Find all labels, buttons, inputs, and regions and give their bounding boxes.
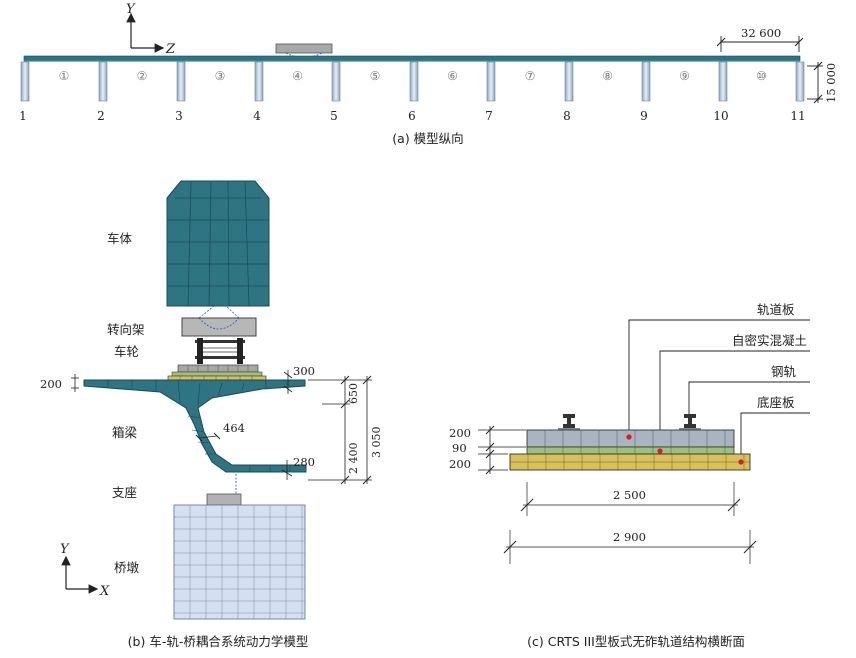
pier-column	[254, 61, 264, 102]
label-base-plate: 底座板	[757, 395, 795, 410]
panel-c-track-cross-section: 轨道板 自密实混凝土 钢轨 底座板	[449, 302, 810, 649]
wheelset	[195, 338, 245, 364]
dim-slab-200: 200	[449, 426, 471, 440]
dim-650: 650	[347, 383, 360, 404]
rails	[558, 414, 701, 432]
span-number: ③	[215, 69, 226, 83]
leader-lines	[628, 319, 810, 462]
girder-dimensions: 200 300 464 280 650	[40, 364, 383, 485]
axis-label-y: Y	[126, 2, 136, 17]
axis-triad-a: Y Z	[126, 2, 176, 57]
dim-base-200: 200	[449, 457, 471, 471]
car-body-mesh	[166, 180, 270, 307]
span-number: ④	[292, 69, 303, 83]
pier-column	[331, 61, 341, 102]
label-scc: 自密实混凝土	[732, 333, 807, 348]
bridge-deck	[23, 55, 801, 62]
pier-height-dimension: 15 000	[807, 61, 838, 104]
span-dimension: 32 600	[716, 26, 804, 52]
pier-column	[409, 61, 419, 102]
pier-number: 9	[640, 109, 648, 123]
pier-number: 4	[253, 109, 261, 123]
label-pier: 桥墩	[114, 560, 140, 575]
pier-column	[718, 61, 728, 102]
pier-number: 1	[19, 109, 27, 123]
span-number: ⑥	[447, 69, 458, 83]
axis-triad-b: Y X	[60, 542, 110, 599]
axis-label-y-b: Y	[60, 542, 70, 557]
pier-number-labels: 1 2 3 4 5 6 7 8 9 10 11	[19, 109, 805, 123]
span-number-labels: ① ② ③ ④ ⑤ ⑥ ⑦ ⑧ ⑨ ⑩	[59, 69, 767, 83]
pier-height-label: 15 000	[824, 63, 838, 103]
span-length-label: 32 600	[741, 26, 781, 40]
dim-web-464: 464	[223, 421, 245, 435]
span-number: ①	[59, 69, 70, 83]
dim-3050: 3 050	[370, 427, 383, 459]
caption-a: (a) 模型纵向	[392, 131, 463, 146]
span-number: ⑨	[679, 69, 690, 83]
span-number: ⑤	[370, 69, 381, 83]
dim-scc-90: 90	[452, 441, 467, 455]
span-number: ⑦	[525, 69, 536, 83]
pier-column	[176, 61, 186, 102]
pier-column	[20, 61, 30, 102]
label-track-slab: 轨道板	[757, 302, 795, 317]
span-number: ⑩	[756, 69, 767, 83]
box-girder-mesh	[83, 379, 307, 473]
label-wheel: 车轮	[114, 344, 139, 359]
bogie-frame	[181, 317, 257, 337]
span-number: ⑧	[602, 69, 613, 83]
marker-scc	[657, 448, 663, 454]
pier-number: 2	[97, 109, 105, 123]
pier-column	[98, 61, 108, 102]
axis-label-z: Z	[165, 42, 176, 57]
pier-number: 10	[713, 109, 728, 123]
dim-flange-200: 200	[40, 377, 62, 391]
pier-number: 3	[175, 109, 183, 123]
caption-c: (c) CRTS III型板式无砟轨道结构横断面	[527, 634, 745, 649]
pier-number: 6	[408, 109, 416, 123]
pier-number: 5	[330, 109, 338, 123]
width-dimensions: 2 500 2 900	[503, 482, 757, 564]
marker-base	[738, 459, 744, 465]
pier-column	[564, 61, 574, 102]
self-compacting-concrete	[526, 446, 735, 455]
pier-number: 7	[485, 109, 493, 123]
label-bearing: 支座	[112, 485, 137, 500]
dim-bottom-280: 280	[293, 455, 315, 469]
pier-column	[486, 61, 496, 102]
caption-b: (b) 车-轨-桥耦合系统动力学模型	[128, 634, 309, 649]
label-rail: 钢轨	[771, 364, 797, 379]
axis-label-x-b: X	[99, 584, 110, 599]
vehicle-longitudinal	[275, 43, 333, 54]
piers-longitudinal	[20, 61, 805, 102]
panel-a-longitudinal-model: Y Z 32 600 ① ② ③ ④ ⑤ ⑥ ⑦ ⑧ ⑨ ⑩ 1 2 3 4 5 6 7 8 9 10 11	[19, 2, 838, 146]
dim-base-width: 2 900	[613, 530, 646, 544]
pier-number: 11	[790, 109, 805, 123]
dim-slab-width: 2 500	[613, 488, 646, 502]
pier-number: 8	[563, 109, 571, 123]
dim-top-300: 300	[293, 364, 315, 378]
pier-column	[641, 61, 651, 102]
dim-2400: 2 400	[347, 443, 360, 475]
secondary-suspension	[198, 305, 240, 319]
label-box-girder: 箱梁	[112, 425, 138, 440]
pier-column	[795, 61, 805, 102]
span-number: ②	[137, 69, 148, 83]
marker-slab	[626, 434, 632, 440]
label-car-body: 车体	[107, 231, 133, 246]
panel-b-coupled-model: 车体 转向架 车轮	[40, 180, 383, 649]
primary-suspension	[198, 317, 240, 330]
pier-mesh	[173, 504, 306, 620]
bearing-block	[206, 493, 242, 506]
thickness-dimensions: 200 90 200	[449, 425, 526, 475]
label-bogie: 转向架	[107, 322, 145, 337]
